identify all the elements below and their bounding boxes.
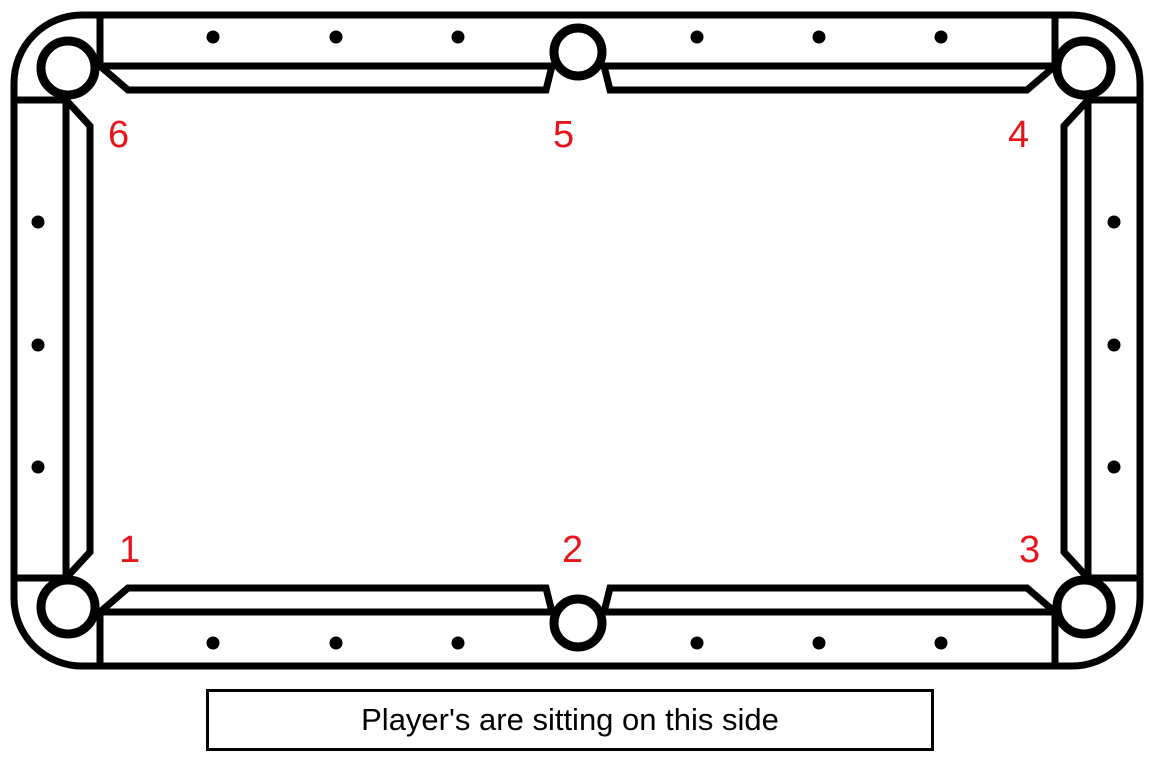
diamond-marker bbox=[451, 30, 465, 44]
table-frame bbox=[10, 11, 1144, 670]
diamond-marker bbox=[31, 338, 45, 352]
pocket-6 bbox=[36, 36, 100, 100]
cushion-top-left bbox=[90, 62, 557, 94]
diamond-marker bbox=[690, 30, 704, 44]
diamond-marker bbox=[1107, 338, 1121, 352]
diamond-marker bbox=[206, 30, 220, 44]
diamond-marker bbox=[329, 636, 343, 650]
diamond-markers bbox=[31, 30, 1121, 650]
pocket-1 bbox=[36, 575, 100, 639]
diamond-marker bbox=[329, 30, 343, 44]
table-outer-edge bbox=[10, 11, 1144, 670]
pocket-2 bbox=[549, 594, 607, 652]
pocket-label-4: 4 bbox=[1008, 114, 1029, 156]
pocket-label-3: 3 bbox=[1019, 529, 1040, 571]
pocket-label-6: 6 bbox=[108, 114, 129, 156]
diamond-marker bbox=[451, 636, 465, 650]
pocket-label-1: 1 bbox=[119, 529, 140, 571]
cushion-bottom-right bbox=[599, 584, 1065, 616]
pocket-label-2: 2 bbox=[562, 529, 583, 571]
pocket-3 bbox=[1052, 575, 1116, 639]
cushion-bottom-left bbox=[90, 584, 557, 616]
pockets bbox=[36, 23, 1116, 652]
diamond-marker bbox=[934, 30, 948, 44]
cushion-top-right bbox=[599, 62, 1065, 94]
cushion-left bbox=[62, 91, 94, 587]
diamond-marker bbox=[206, 636, 220, 650]
cushions bbox=[62, 62, 1092, 616]
diamond-marker bbox=[31, 215, 45, 229]
diamond-marker bbox=[1107, 460, 1121, 474]
player-side-caption: Player's are sitting on this side bbox=[206, 689, 934, 751]
diamond-marker bbox=[812, 30, 826, 44]
diamond-marker bbox=[934, 636, 948, 650]
diamond-marker bbox=[31, 460, 45, 474]
pocket-labels: 6 5 4 1 2 3 bbox=[108, 114, 1040, 571]
diamond-marker bbox=[690, 636, 704, 650]
diamond-marker bbox=[1107, 215, 1121, 229]
pocket-4 bbox=[1052, 36, 1116, 100]
pocket-label-5: 5 bbox=[553, 114, 574, 156]
diamond-marker bbox=[812, 636, 826, 650]
cushion-right bbox=[1060, 91, 1092, 587]
pocket-5 bbox=[549, 23, 607, 81]
